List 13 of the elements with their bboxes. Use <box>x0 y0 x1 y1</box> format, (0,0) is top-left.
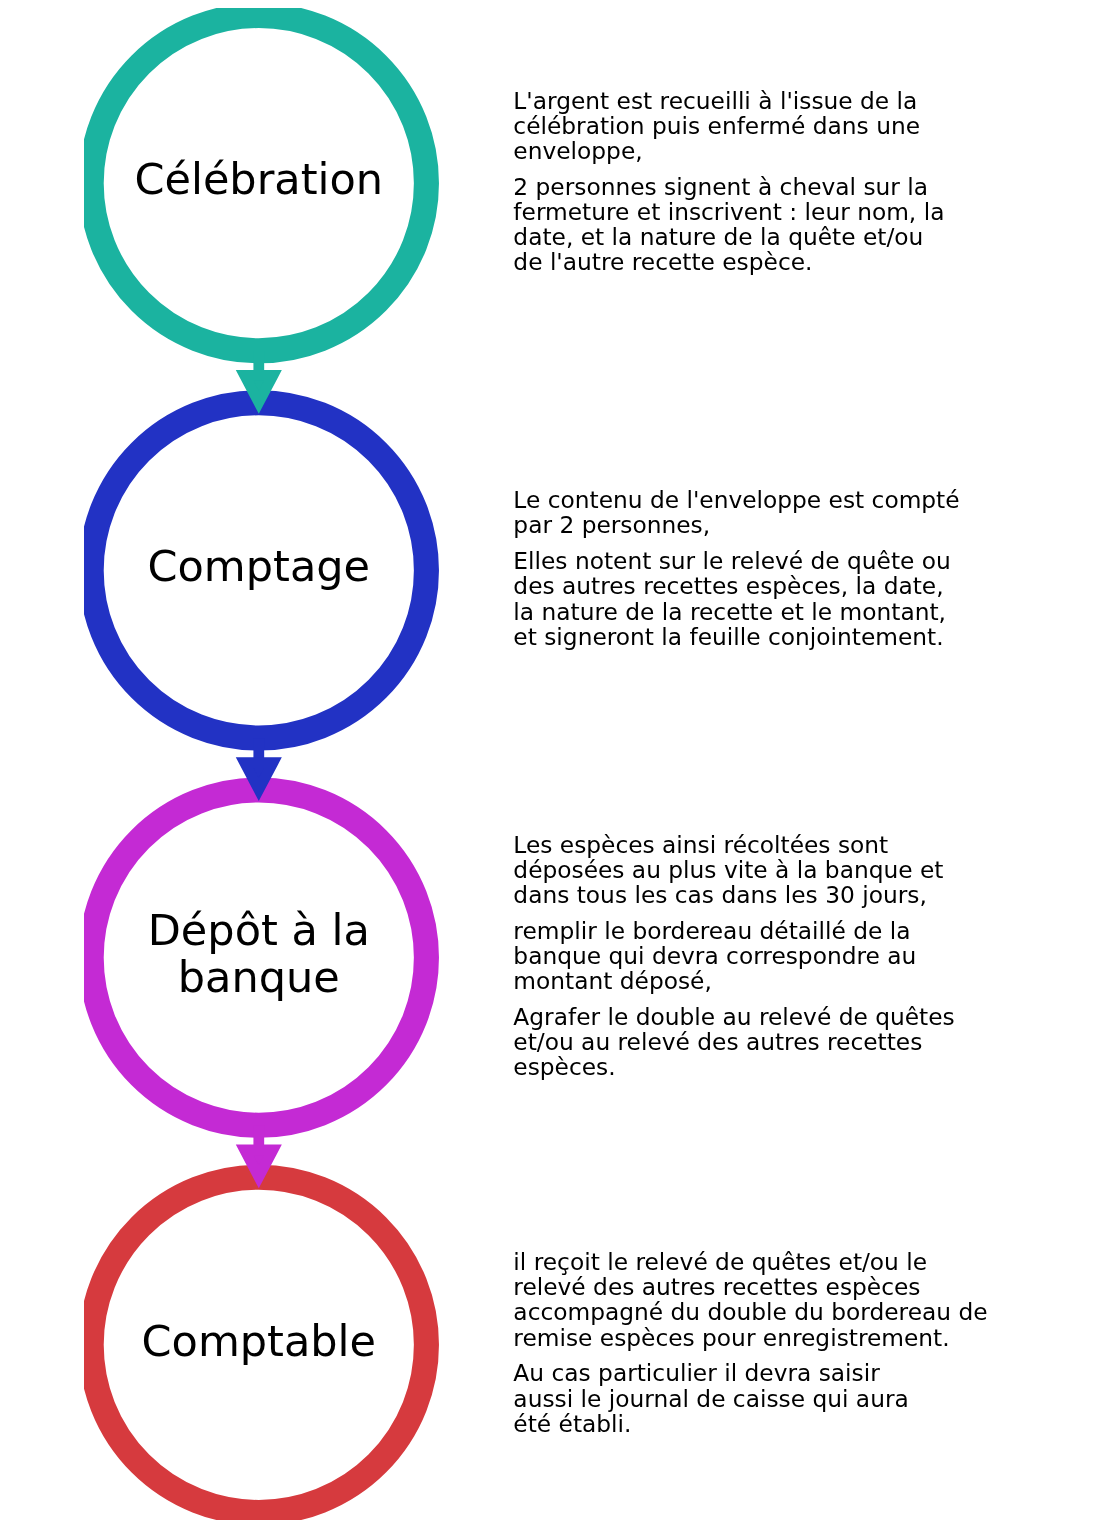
node-label: Le contenu de l'enveloppe est compté par 2 personnes, <box>512 486 960 539</box>
node-label: Au cas particulier il devra saisir aussi le journal de caisse qui aura été établi. <box>512 1359 909 1437</box>
node-label: L'argent est recueilli à l'issue de la célébration puis enfermé dans une enveloppe, <box>512 86 920 164</box>
node-label: Les espèces ainsi récoltées sont déposées au plus vite à la banque et dans tous les cas dans les 30 jours, <box>512 830 943 908</box>
node-circle: Dépôt à la banque <box>83 777 439 1138</box>
node-circle: Comptable <box>83 1164 439 1520</box>
node-label: 2 personnes signent à cheval sur la fermeture et inscrivent : leur nom, la date, et la nature de la quête et/ou de l'autre recette espèce. <box>512 172 944 275</box>
node-circle: Célébration <box>83 8 439 364</box>
node-circle: Comptage <box>83 390 439 751</box>
node-label: il reçoit le relevé de quêtes et/ou le relevé des autres recettes espèces accompagné du double du bordereau de remise espèces pour enregistrement. <box>512 1248 988 1351</box>
node-label: Elles notent sur le relevé de quête ou des autres recettes espèces, la date, la nature de la recette et le montant, et signeront la feuille conjointement. <box>512 547 951 650</box>
node-label: Agrafer le double au relevé de quêtes et/ou au relevé des autres recettes espèces. <box>512 1002 955 1080</box>
node-label: remplir le bordereau détaillé de la banque qui devra correspondre au montant déposé, <box>512 916 916 994</box>
